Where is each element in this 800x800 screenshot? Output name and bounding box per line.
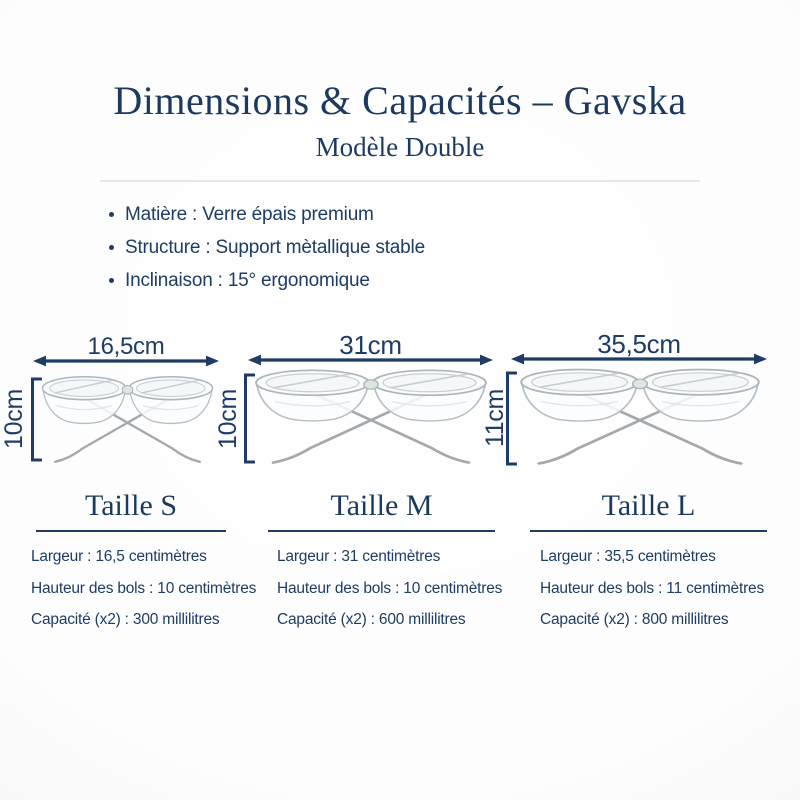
bullet-dot <box>109 278 114 283</box>
size-specs-s: Largeur : 16,5 centimètres Hauteur des b… <box>31 541 256 636</box>
feature-text: Structure : Support mètallique stable <box>125 236 425 258</box>
width-arrow-l <box>511 353 767 365</box>
arrowhead-left <box>511 353 524 365</box>
feature-list: Matière : Verre épais premium Structure … <box>105 198 425 297</box>
feature-item-matiere: Matière : Verre épais premium <box>105 198 425 231</box>
arrowhead-left <box>33 355 46 367</box>
height-label-s: 10cm <box>0 389 28 449</box>
arrowhead-right <box>480 354 493 366</box>
width-arrow-s <box>33 355 219 367</box>
height-bracket-l <box>506 371 517 466</box>
spec-capacite: Capacité (x2) : 800 millilitres <box>540 611 729 628</box>
height-bracket-s <box>31 377 42 462</box>
arrowhead-right <box>754 353 767 365</box>
arrowhead-right <box>206 355 219 367</box>
spec-capacite: Capacité (x2) : 600 millilitres <box>277 611 466 628</box>
spec-capacite: Capacité (x2) : 300 millilitres <box>31 611 220 628</box>
size-heading-l: Taille L <box>530 487 767 532</box>
feature-item-inclinaison: Inclinaison : 15° ergonomique <box>105 264 425 297</box>
spec-largeur: Largeur : 35,5 centimètres <box>540 548 716 565</box>
bullet-dot <box>109 212 114 217</box>
height-label-m: 10cm <box>214 389 242 449</box>
size-specs-m: Largeur : 31 centimètres Hauteur des bol… <box>277 541 502 636</box>
height-bracket-m <box>244 373 255 464</box>
spec-hauteur: Hauteur des bols : 10 centimètres <box>277 579 503 597</box>
size-specs-l: Largeur : 35,5 centimètres Hauteur des b… <box>540 541 764 636</box>
page-title: Dimensions & Capacités – Gavska <box>113 78 687 123</box>
size-heading-s: Taille S <box>36 487 226 532</box>
width-arrow-m <box>248 354 493 366</box>
width-label-s: 16,5cm <box>87 333 165 360</box>
bullet-dot <box>109 245 114 250</box>
header-divider <box>100 180 700 182</box>
bowl-set-illustration-s <box>41 375 214 464</box>
spec-largeur: Largeur : 16,5 centimètres <box>31 548 207 565</box>
spec-hauteur: Hauteur des bols : 10 centimètres <box>31 579 257 597</box>
bowl-set-illustration-m <box>254 368 488 465</box>
width-label-m: 31cm <box>339 330 402 360</box>
spec-hauteur: Hauteur des bols : 11 centimètres <box>540 579 765 597</box>
spec-largeur: Largeur : 31 centimètres <box>277 548 441 565</box>
feature-item-structure: Structure : Support mètallique stable <box>105 231 425 264</box>
arrowhead-left <box>248 354 261 366</box>
bowl-set-illustration-l <box>519 367 761 466</box>
size-heading-m: Taille M <box>268 487 495 532</box>
width-label-l: 35,5cm <box>597 329 681 359</box>
page-subtitle: Modèle Double <box>315 132 485 162</box>
feature-text: Matière : Verre épais premium <box>125 203 374 225</box>
feature-text: Inclinaison : 15° ergonomique <box>125 269 370 291</box>
